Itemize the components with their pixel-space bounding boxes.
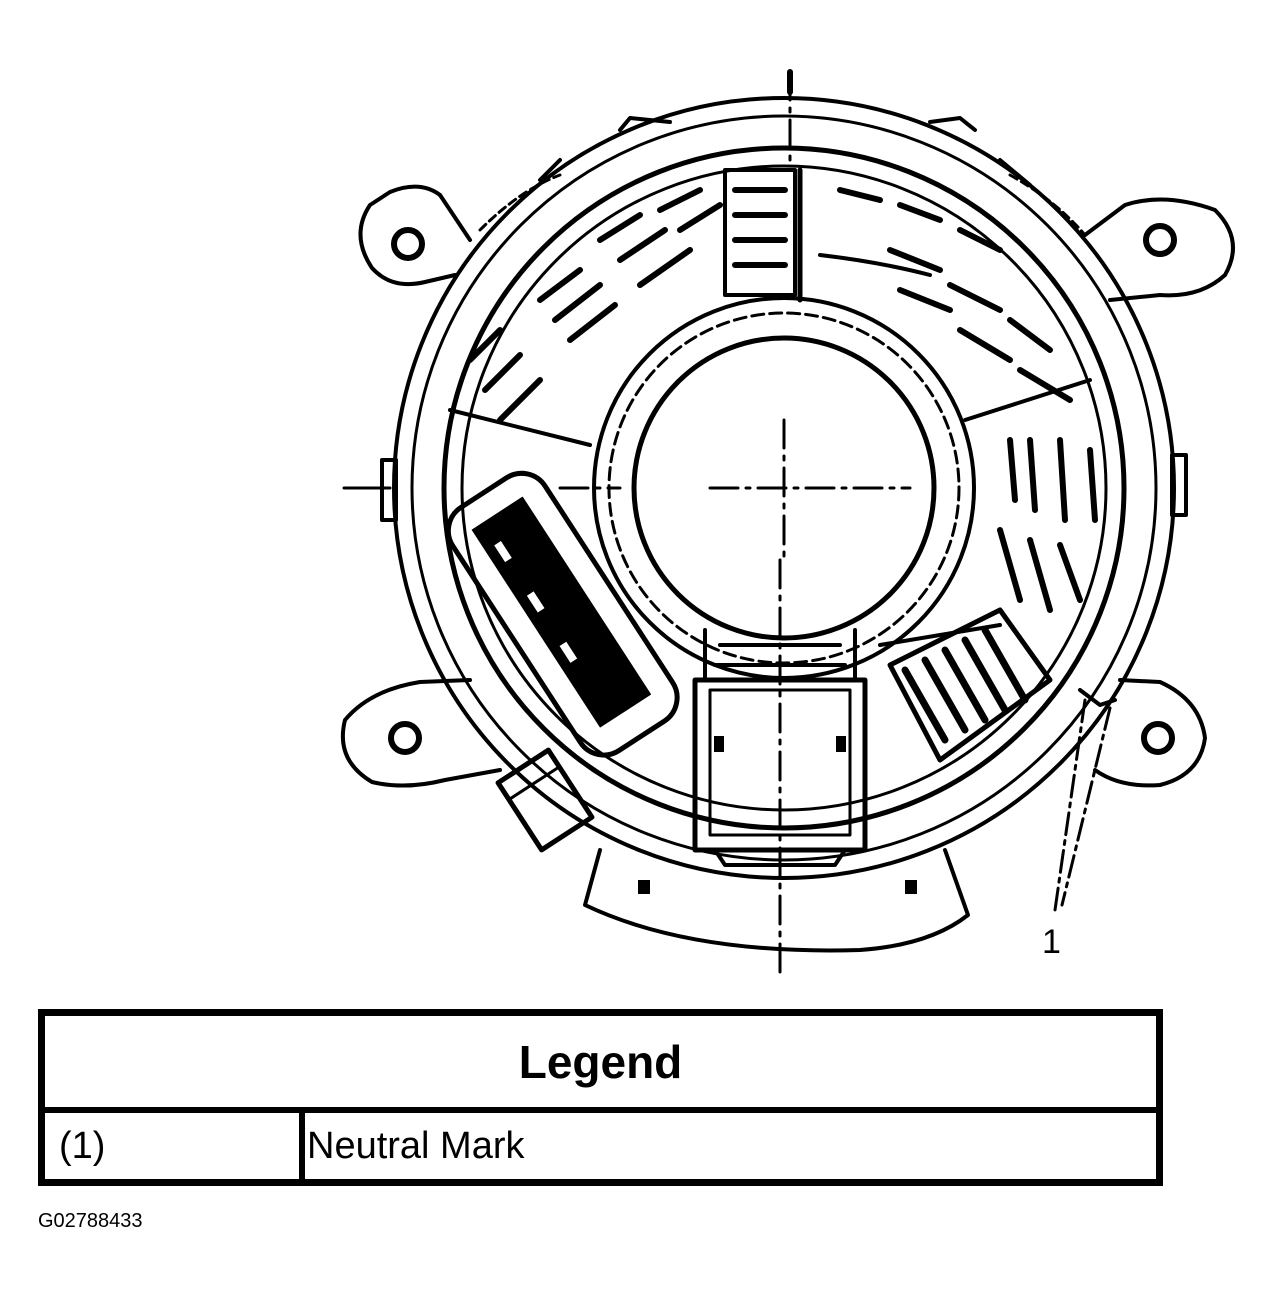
- mounting-ear-bottom-right: [1093, 678, 1207, 788]
- legend-description: Neutral Mark: [307, 1124, 525, 1167]
- mounting-ear-bottom-left: [340, 678, 502, 788]
- sector-markings-left: [467, 187, 723, 423]
- figure-id: G02788433: [38, 1210, 143, 1232]
- mounting-ear-top-left: [358, 184, 472, 287]
- mounting-ear-top-right: [1083, 197, 1235, 302]
- top-connector-block: [723, 168, 797, 297]
- left-plug-stub: [495, 747, 595, 853]
- legend-row: (1) Neutral Mark: [45, 1113, 1156, 1179]
- bottom-bracket: [583, 848, 970, 953]
- legend-key: (1): [45, 1113, 305, 1179]
- wiring-channel-ring-inner: [460, 164, 1108, 812]
- legend-title: Legend: [45, 1016, 1156, 1113]
- right-connector-cluster: [887, 607, 1053, 763]
- sector-markings-right: [837, 187, 1098, 613]
- neutral-mark-leader: [1053, 698, 1112, 912]
- left-connector-housing: [445, 470, 680, 758]
- clockspring-diagram: 1: [340, 69, 1235, 977]
- wiring-channel-ring: [441, 145, 1127, 831]
- legend-table: Legend (1) Neutral Mark: [38, 1009, 1163, 1186]
- center-bore: [631, 335, 937, 641]
- neutral-mark-tick: [1078, 688, 1117, 707]
- callout-label-1: 1: [1042, 923, 1061, 961]
- outer-housing-ring-inner: [410, 114, 1158, 862]
